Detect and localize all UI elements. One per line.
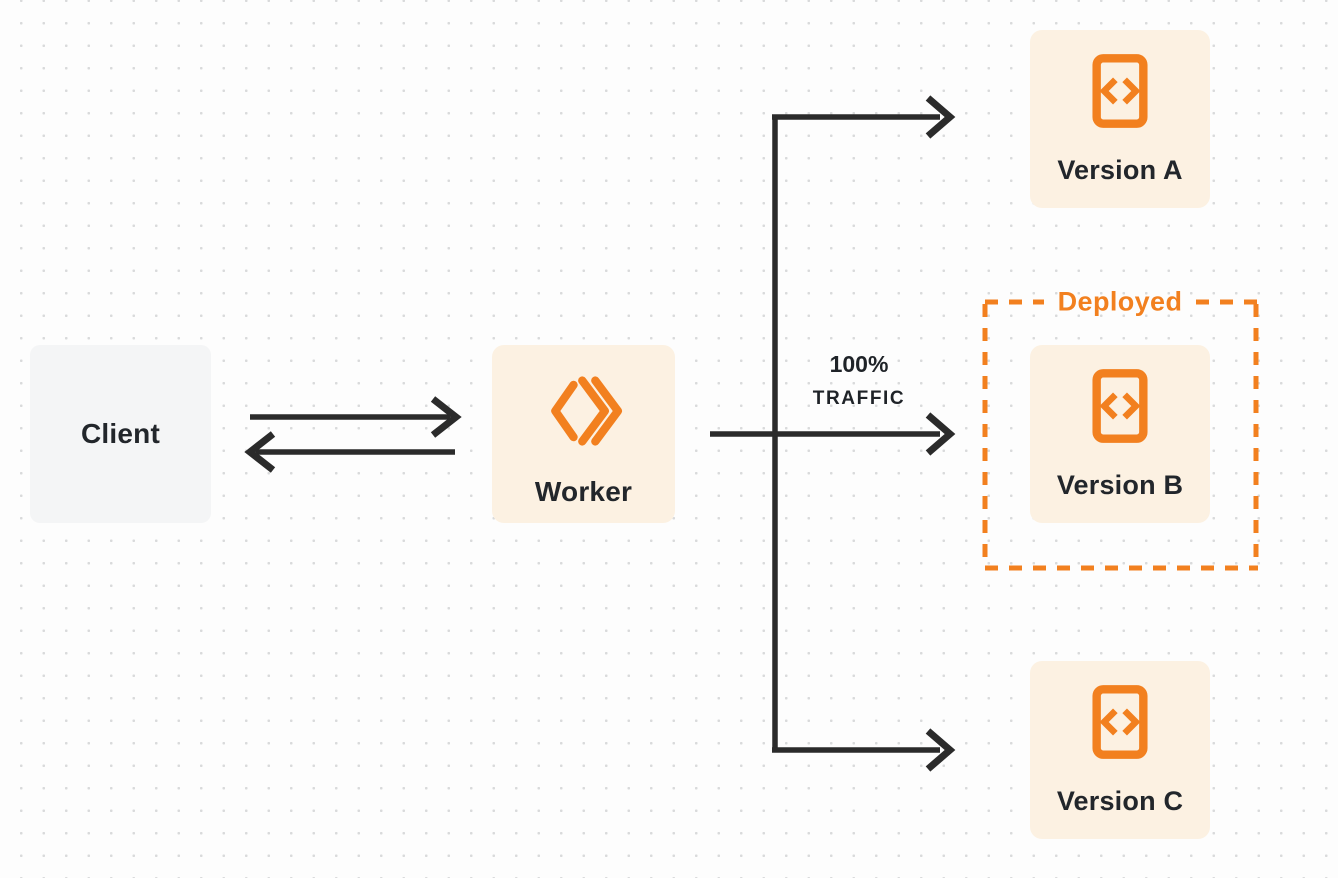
arrowhead-version-c [925, 728, 956, 772]
code-file-icon [1092, 53, 1148, 134]
node-version-c: Version C [1030, 661, 1210, 839]
arrowhead-version-b [925, 412, 956, 456]
arrowhead-right-to-worker [430, 396, 462, 438]
version-c-label: Version C [1056, 786, 1184, 816]
client-label: Client [81, 418, 160, 449]
traffic-annotation: 100% TRAFFIC [785, 351, 933, 410]
version-a-label: Version A [1057, 155, 1183, 185]
node-version-a: Version A [1030, 30, 1210, 208]
arrowhead-version-a [925, 95, 956, 139]
code-file-icon [1092, 684, 1148, 765]
node-client: Client [30, 345, 211, 523]
version-b-label: Version B [1056, 470, 1184, 500]
node-worker: Worker [492, 345, 675, 523]
traffic-word-text: TRAFFIC [812, 388, 906, 409]
worker-label: Worker [534, 476, 633, 507]
arrowhead-left-to-client [244, 431, 276, 473]
node-version-b: Version B [1030, 345, 1210, 523]
deployed-annotation: Deployed [1057, 286, 1183, 317]
deployed-dashed-frame [982, 299, 1259, 571]
code-file-icon [1092, 368, 1148, 449]
cloudflare-workers-logo-icon [544, 373, 624, 454]
traffic-percent-text: 100% [829, 351, 889, 377]
